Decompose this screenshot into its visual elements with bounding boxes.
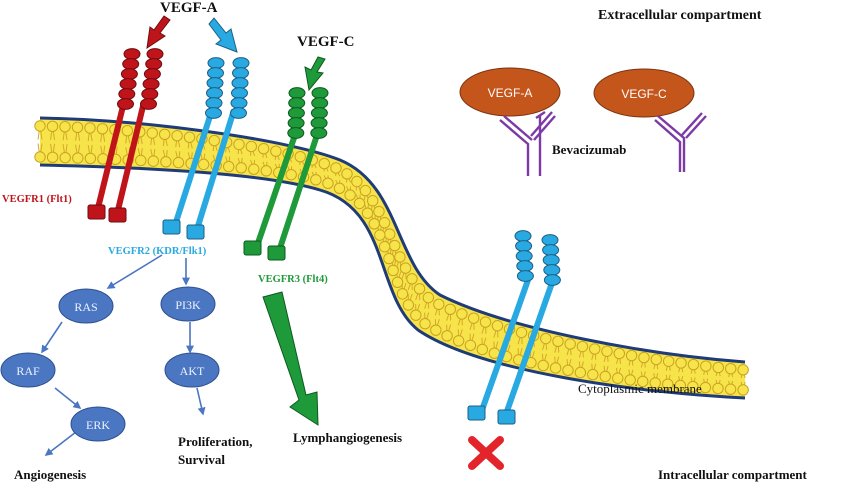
antibody-icon <box>499 111 556 176</box>
membrane-label: Cytoplasmic membrane <box>578 381 702 396</box>
vegf-a-oval: VEGF-A <box>459 67 561 117</box>
vegf-a-red-arrow <box>146 15 171 50</box>
pathway-node-erk: ERK <box>70 406 126 442</box>
survival-label: Survival <box>178 452 225 467</box>
lymphangiogenesis-arrow <box>262 291 319 426</box>
angiogenesis-label: Angiogenesis <box>14 467 86 482</box>
intracellular-label: Intracellular compartment <box>658 467 808 482</box>
vegfr1-label: VEGFR1 (Flt1) <box>2 194 72 205</box>
pathway-arrows <box>41 254 206 456</box>
erk-label: ERK <box>86 418 110 432</box>
vegf-c-oval-label: VEGF-C <box>621 87 667 101</box>
antibody-icon-2 <box>654 112 707 172</box>
vegf-c-label: VEGF-C <box>297 34 355 50</box>
bevacizumab-label: Bevacizumab <box>552 142 626 157</box>
vegf-a-label: VEGF-A <box>160 0 218 16</box>
vegfr2-label: VEGFR2 (KDR/Flk1) <box>108 246 207 257</box>
extracellular-label: Extracellular compartment <box>598 8 762 23</box>
vegf-a-blue-arrow <box>208 17 238 53</box>
pathway-node-pi3k: PI3K <box>160 286 216 322</box>
vegf-a-oval-label: VEGF-A <box>488 86 533 100</box>
block-x-icon <box>468 436 504 470</box>
cytoplasmic-membrane <box>34 116 749 400</box>
pi3k-label: PI3K <box>175 298 201 312</box>
raf-label: RAF <box>16 364 40 378</box>
proliferation-label: Proliferation, <box>178 434 253 449</box>
blocked-vegfr2-receptor <box>467 230 561 425</box>
pathway-node-raf: RAF <box>0 352 56 388</box>
vegf-c-oval: VEGF-C <box>593 68 695 118</box>
pathway-node-akt: AKT <box>164 352 220 388</box>
vegfr3-label: VEGFR3 (Flt4) <box>258 274 328 285</box>
ras-label: RAS <box>74 300 97 314</box>
lymphangiogenesis-label: Lymphangiogenesis <box>293 430 402 445</box>
pathway-node-ras: RAS <box>58 288 114 324</box>
vegfr1-receptor <box>87 48 164 223</box>
akt-label: AKT <box>180 364 205 378</box>
vegf-c-green-arrow <box>304 56 326 92</box>
vegfr2-receptor <box>162 57 250 240</box>
vegfr3-receptor <box>243 87 329 261</box>
